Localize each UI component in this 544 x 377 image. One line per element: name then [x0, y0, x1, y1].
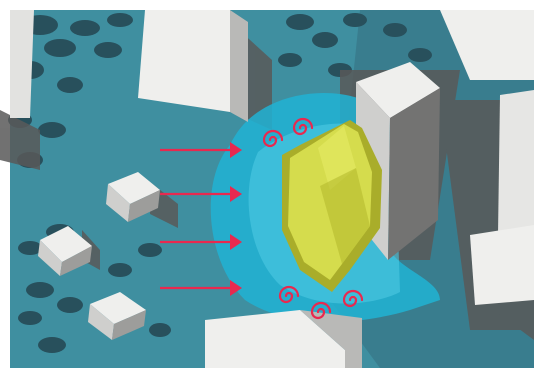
- diagram-frame: [0, 0, 544, 377]
- site-plan-diagram: [0, 0, 544, 377]
